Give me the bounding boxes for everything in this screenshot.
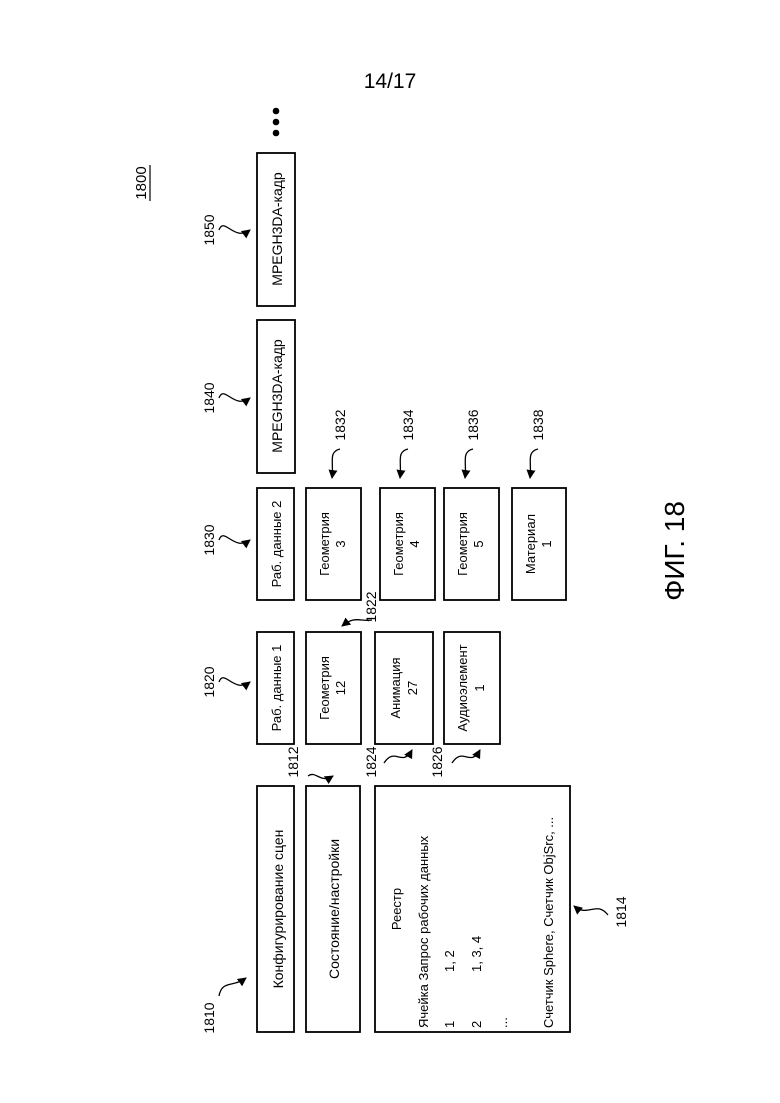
- leader-1836: [465, 449, 473, 478]
- payload1-label: Раб. данные 1: [269, 645, 284, 732]
- payload2-item-1-line2: 3: [333, 540, 348, 547]
- payload2-item-1-line1: Геометрия: [317, 512, 332, 576]
- registry-row-3-cell: ...: [495, 1017, 510, 1028]
- ref-1824: 1824: [363, 746, 379, 777]
- leader-1850: [219, 226, 250, 234]
- leader-1810: [219, 978, 246, 996]
- payload2-item-2-line2: 4: [407, 540, 422, 547]
- registry-row-1-request: 1, 2: [442, 950, 457, 972]
- payload2-item-4-line1: Материал: [523, 514, 538, 574]
- state-settings-label: Состояние/настройки: [326, 839, 342, 979]
- continuation-dots: [273, 108, 280, 137]
- leader-1830: [219, 536, 250, 544]
- payload1-item-3-line2: 1: [472, 684, 487, 691]
- payload2-item-2-line1: Геометрия: [391, 512, 406, 576]
- payload2-label: Раб. данные 2: [269, 501, 284, 588]
- leader-1814: [574, 906, 608, 915]
- payload1-item-1-line1: Геометрия: [317, 656, 332, 720]
- figure-id-group: 1800: [133, 165, 150, 201]
- payload1-item-1-line2: 12: [333, 681, 348, 695]
- registry-row-2-request: 1, 3, 4: [469, 936, 484, 972]
- ref-1832: 1832: [332, 409, 348, 440]
- frame-1840-label: MPEGH3DA-кадр: [269, 339, 285, 453]
- leader-1832: [332, 449, 340, 478]
- payload1-item-3-line1: Аудиоэлемент: [455, 644, 470, 731]
- ref-1838: 1838: [530, 409, 546, 440]
- leader-1812: [308, 774, 333, 778]
- ref-1830: 1830: [201, 524, 217, 555]
- registry-footer: Счетчик Sphere, Счетчик ObjSrc, ...: [541, 817, 556, 1028]
- ref-1836: 1836: [465, 409, 481, 440]
- leader-1826: [452, 750, 480, 763]
- ref-1820: 1820: [201, 666, 217, 697]
- frame-1850-label: MPEGH3DA-кадр: [269, 172, 285, 286]
- figure-id: 1800: [133, 166, 150, 199]
- registry-row-1-cell: 1: [442, 1021, 457, 1028]
- ref-1850: 1850: [201, 214, 217, 245]
- scene-config-label: Конфигурирование сцен: [270, 830, 286, 989]
- registry-header: Ячейка Запрос рабочих данных: [416, 835, 431, 1028]
- ref-1810: 1810: [201, 1002, 217, 1033]
- payload2-item-3-line1: Геометрия: [455, 512, 470, 576]
- payload2-item-3-line2: 5: [471, 540, 486, 547]
- ref-1840: 1840: [201, 382, 217, 413]
- leader-1840: [219, 394, 250, 402]
- leader-1838: [530, 449, 538, 478]
- figure-caption: ФИГ. 18: [659, 501, 690, 601]
- registry-row-2-cell: 2: [469, 1021, 484, 1028]
- ref-1812: 1812: [285, 746, 301, 777]
- payload1-item-2-box: [375, 632, 433, 744]
- leader-1834: [400, 449, 408, 478]
- registry-title: Реестр: [389, 888, 404, 930]
- ref-1814: 1814: [613, 896, 629, 927]
- payload1-item-2-line2: 27: [405, 681, 420, 695]
- leader-1824: [384, 750, 412, 763]
- leader-1820: [219, 678, 250, 686]
- payload2-item-4-line2: 1: [539, 540, 554, 547]
- payload1-item-2-line1: Анимация: [388, 657, 403, 718]
- ref-1822: 1822: [363, 591, 379, 622]
- ref-1826: 1826: [429, 746, 445, 777]
- ref-1834: 1834: [400, 409, 416, 440]
